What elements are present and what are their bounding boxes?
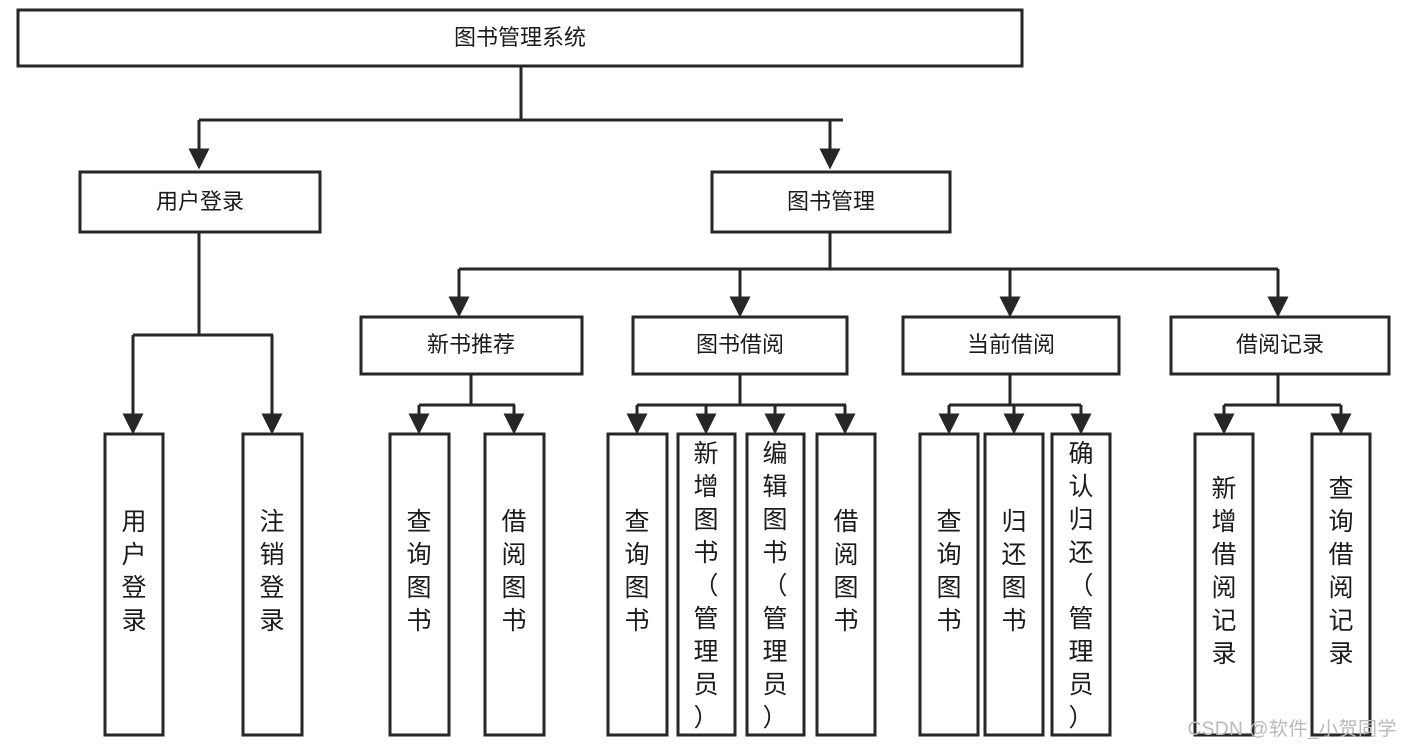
node-user-login-label: 用户登录 xyxy=(156,189,244,214)
leaf-user-login-logout[interactable]: 注销登录 xyxy=(241,432,304,737)
leaf-borrow-add-book-admin[interactable]: 新增图书（管理员） xyxy=(676,432,737,737)
node-book-management-box[interactable] xyxy=(710,170,952,234)
leaf-current-return-book[interactable]: 归还图书 xyxy=(983,432,1045,737)
leaf-label: 借阅图书 xyxy=(833,508,858,635)
node-book-borrow-box[interactable] xyxy=(631,315,849,376)
leaf-records-add-record[interactable]: 新增借阅记录 xyxy=(1193,432,1255,737)
leaf-recommend-query-book[interactable]: 查询图书 xyxy=(388,432,451,737)
leaf-borrow-borrow-book[interactable]: 借阅图书 xyxy=(815,432,877,737)
leaf-label: 新增图书（管理员） xyxy=(693,440,718,732)
leaf-box[interactable] xyxy=(1310,432,1372,737)
leaf-box[interactable] xyxy=(606,432,669,737)
node-root-label: 图书管理系统 xyxy=(454,25,586,50)
leaf-recommend-borrow-book[interactable]: 借阅图书 xyxy=(483,432,546,737)
leaf-box[interactable] xyxy=(676,432,737,737)
leaf-box[interactable] xyxy=(745,432,806,737)
node-current-borrow-box[interactable] xyxy=(901,315,1121,376)
node-new-book-recommend[interactable]: 新书推荐 xyxy=(359,315,584,376)
node-user-login[interactable]: 用户登录 xyxy=(78,170,322,234)
node-borrow-records[interactable]: 借阅记录 xyxy=(1169,315,1391,376)
leaf-box[interactable] xyxy=(815,432,877,737)
node-root[interactable]: 图书管理系统 xyxy=(16,8,1024,68)
leaf-label: 新增借阅记录 xyxy=(1211,475,1236,668)
node-user-login-box[interactable] xyxy=(78,170,322,234)
leaf-label: 注销登录 xyxy=(259,508,284,635)
leaf-box[interactable] xyxy=(918,432,980,737)
leaf-label: 确认归还（管理员） xyxy=(1068,440,1093,732)
leaf-box[interactable] xyxy=(241,432,304,737)
node-borrow-records-label: 借阅记录 xyxy=(1236,332,1324,357)
node-root-box[interactable] xyxy=(16,8,1024,68)
leaf-label: 编辑图书（管理员） xyxy=(762,440,787,732)
node-book-management[interactable]: 图书管理 xyxy=(710,170,952,234)
leaf-box[interactable] xyxy=(1050,432,1112,737)
leaf-box[interactable] xyxy=(103,432,165,737)
leaf-label: 归还图书 xyxy=(1001,508,1026,635)
leaf-label: 查询图书 xyxy=(936,508,961,635)
node-current-borrow-label: 当前借阅 xyxy=(967,332,1055,357)
leaf-box[interactable] xyxy=(983,432,1045,737)
leaf-label: 查询图书 xyxy=(624,508,649,635)
leaf-user-login-login[interactable]: 用户登录 xyxy=(103,432,165,737)
node-book-borrow-label: 图书借阅 xyxy=(696,332,784,357)
leaf-borrow-query-book[interactable]: 查询图书 xyxy=(606,432,669,737)
leaf-records-query-record[interactable]: 查询借阅记录 xyxy=(1310,432,1372,737)
leaf-label: 查询图书 xyxy=(406,508,431,635)
node-current-borrow[interactable]: 当前借阅 xyxy=(901,315,1121,376)
leaf-box[interactable] xyxy=(388,432,451,737)
leaf-box[interactable] xyxy=(1193,432,1255,737)
leaf-current-confirm-return-admin[interactable]: 确认归还（管理员） xyxy=(1050,432,1112,737)
leaf-borrow-edit-book-admin[interactable]: 编辑图书（管理员） xyxy=(745,432,806,737)
leaf-current-query-book[interactable]: 查询图书 xyxy=(918,432,980,737)
node-book-borrow[interactable]: 图书借阅 xyxy=(631,315,849,376)
connector-layer xyxy=(122,66,1352,435)
leaf-label: 查询借阅记录 xyxy=(1328,475,1353,668)
node-new-book-recommend-box[interactable] xyxy=(359,315,584,376)
node-borrow-records-box[interactable] xyxy=(1169,315,1391,376)
leaf-box[interactable] xyxy=(483,432,546,737)
node-new-book-recommend-label: 新书推荐 xyxy=(427,332,515,357)
leaf-label: 用户登录 xyxy=(121,508,146,635)
leaf-label: 借阅图书 xyxy=(501,508,526,635)
node-book-management-label: 图书管理 xyxy=(787,189,875,214)
